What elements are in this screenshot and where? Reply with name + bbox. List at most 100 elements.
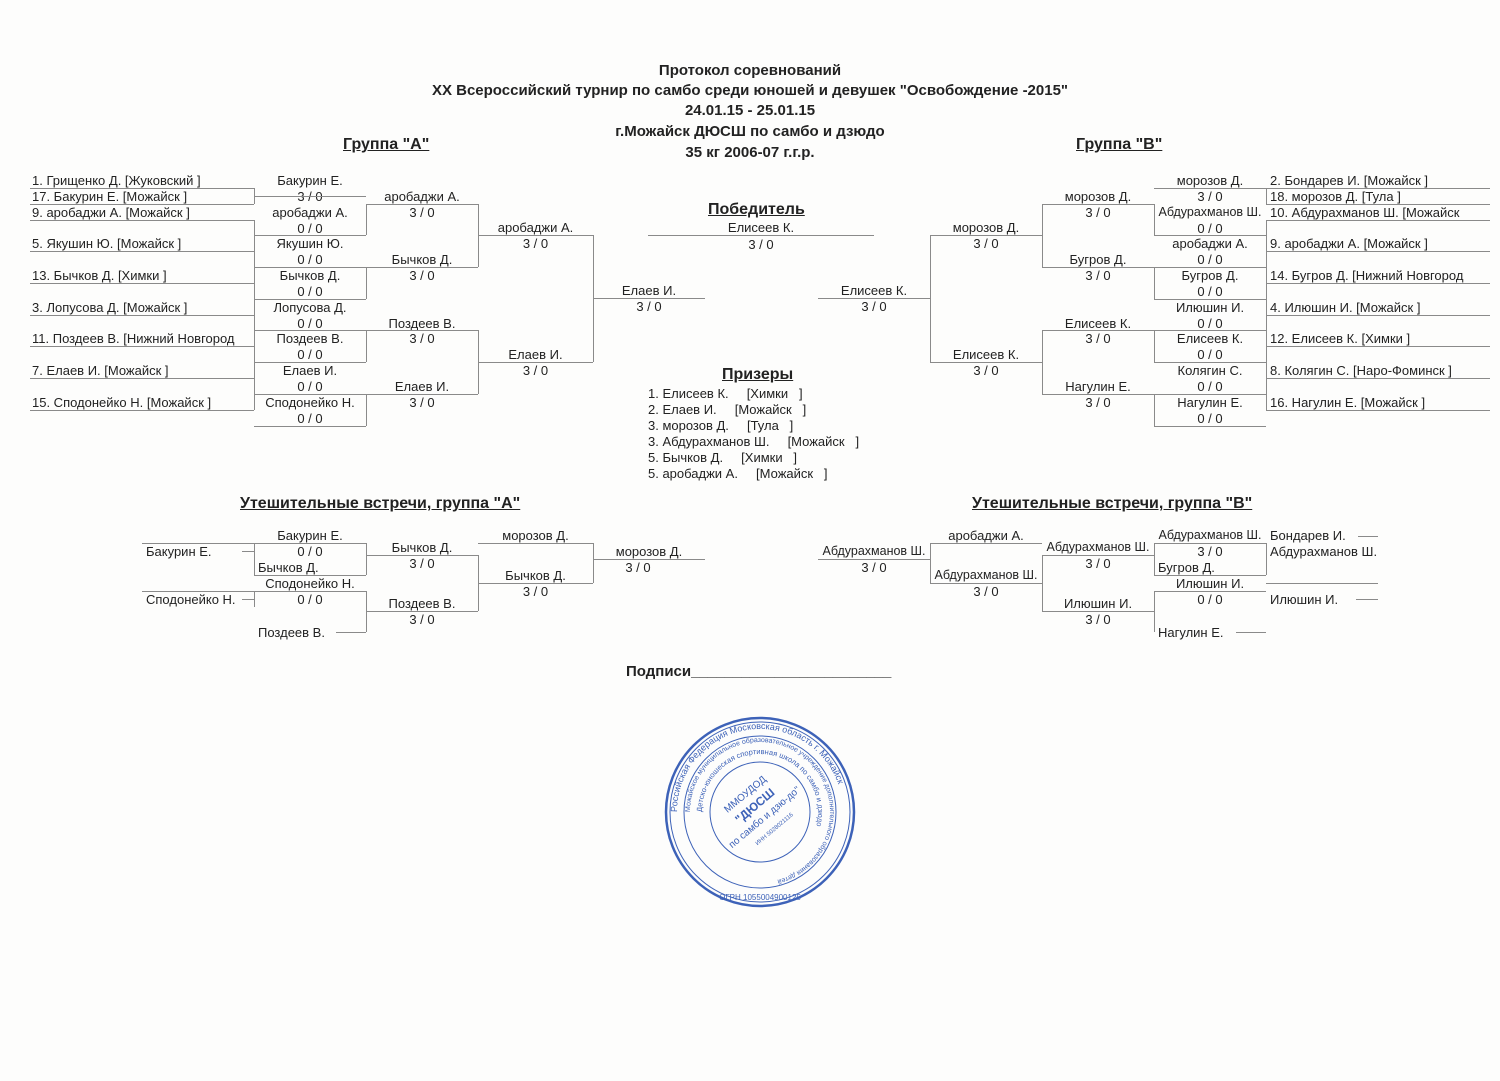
bracket-line [1154,394,1266,395]
bracket-joint [1042,330,1043,394]
bracket-line [1266,583,1378,584]
seed-entry: 11. Поздеев В. [Нижний Новгород [32,331,235,346]
consolation-a-title: Утешительные встречи, группа "А" [240,495,521,512]
seed-entry: 13. Бычков Д. [Химки ] [32,268,167,283]
bracket-line [366,204,478,205]
bracket-line [254,196,366,197]
match-score: 3 / 0 [973,363,999,378]
bracket-line [142,591,254,592]
bracket-line [478,583,593,584]
bracket-line [242,551,254,552]
bracket-joint [1042,555,1043,611]
winner-name: Елисеев К. [727,220,795,235]
bracket-line [478,362,593,363]
match-winner: Сподонейко Н. [265,395,355,410]
match-winner: Бугров Д. [1181,268,1239,283]
bracket-line [254,575,366,576]
bracket-joint [366,267,367,299]
bracket-line [930,583,1042,584]
match-score: 0 / 0 [1197,379,1223,394]
bracket-joint [930,543,931,583]
match-winner: Лопусова Д. [273,300,347,315]
bracket-line [254,394,366,395]
match-opponent: морозов Д. [502,528,569,543]
match-score: 3 / 0 [973,584,999,599]
bracket-line [1154,362,1266,363]
bracket-joint [593,543,594,583]
match-score: 3 / 0 [522,363,549,378]
group-a-score: 3 / 0 [636,299,662,314]
bracket-joint [366,543,367,575]
seed-line [1266,188,1490,189]
bracket-line [1042,267,1154,268]
bracket-line [1154,575,1266,576]
bracket-line [1154,299,1266,300]
match-winner: аробаджи А. [272,205,348,220]
tournament-name: XX Всероссийский турнир по самбо среди ю… [431,82,1069,99]
prize-item: 1. Елисеев К. [Химки ] [648,386,803,401]
match-score: 0 / 0 [297,544,323,559]
bracket-line [254,330,366,331]
bracket-joint [1266,220,1267,251]
consolation-b-score: 3 / 0 [861,560,887,575]
bracket-line [1154,543,1266,544]
bracket-line [1154,235,1266,236]
signature-line: Подписи________________________ [626,663,892,680]
match-winner: Поздеев В. [388,316,456,331]
bracket-line [818,298,930,299]
match-score: 0 / 0 [297,252,323,267]
seed-entry: 3. Лопусова Д. [Можайск ] [32,300,188,315]
match-opponent: Бычков Д. [258,560,319,575]
match-winner: аробаджи А. [1172,236,1248,251]
match-score: 0 / 0 [1197,316,1223,331]
match-score: 0 / 0 [297,316,323,331]
match-winner: Поздеев В. [388,596,456,611]
bracket-joint [1154,204,1155,235]
bracket-joint [366,330,367,362]
match-score: 3 / 0 [1085,395,1111,410]
match-winner: Бычков Д. [391,252,453,267]
seed-entry: 5. Якушин Ю. [Можайск ] [32,236,182,251]
match-winner: Абдурахманов Ш. [934,568,1038,582]
prize-item: 3. Абдурахманов Ш. [Можайск ] [648,434,860,449]
bracket-line [254,543,366,544]
match-opponent: аробаджи А. [948,528,1024,543]
match-winner: Сподонейко Н. [265,576,355,591]
bracket-joint [1154,330,1155,362]
bracket-line [1154,591,1266,592]
match-score: 0 / 0 [1197,284,1223,299]
bracket-line [254,426,366,427]
match-score: 3 / 0 [522,584,549,599]
seed-entry: 7. Елаев И. [Можайск ] [32,363,169,378]
match-opponent: Бугров Д. [1158,560,1215,575]
match-winner: Елисеев К. [1176,331,1244,346]
seed-line [30,188,254,189]
prizes-title: Призеры [722,366,794,383]
bracket-line [478,235,593,236]
bracket-joint [1266,283,1267,315]
bracket-line [1154,188,1266,189]
seed-line [1266,410,1490,411]
match-score: 3 / 0 [522,236,549,251]
match-winner: Бычков Д. [391,540,453,555]
match-winner: Абдурахманов Ш. [1046,540,1150,554]
match-winner: Абдурахманов Ш. [1158,528,1262,542]
match-winner: Поздеев В. [276,331,344,346]
bracket-line [930,235,1042,236]
tournament-venue: г.Можайск ДЮСШ по самбо и дзюдо [615,123,885,140]
match-winner: Елисеев К. [952,347,1020,362]
bracket-line [593,298,705,299]
match-score: 3 / 0 [1085,612,1111,627]
prize-item: 5. Бычков Д. [Химки ] [648,450,798,465]
match-winner: Елисеев К. [1064,316,1132,331]
bracket-line [1154,267,1266,268]
match-score: 3 / 0 [1197,544,1223,559]
match-winner: Елаев И. [508,347,563,362]
seed-line [30,410,254,411]
seed-line [30,251,254,252]
seed-entry: 12. Елисеев К. [Химки ] [1270,331,1411,346]
winner-line [648,235,874,236]
match-winner: Бычков Д. [505,568,566,583]
seed-entry: 9. аробаджи А. [Можайск ] [1270,236,1428,251]
bracket-joint [366,204,367,235]
